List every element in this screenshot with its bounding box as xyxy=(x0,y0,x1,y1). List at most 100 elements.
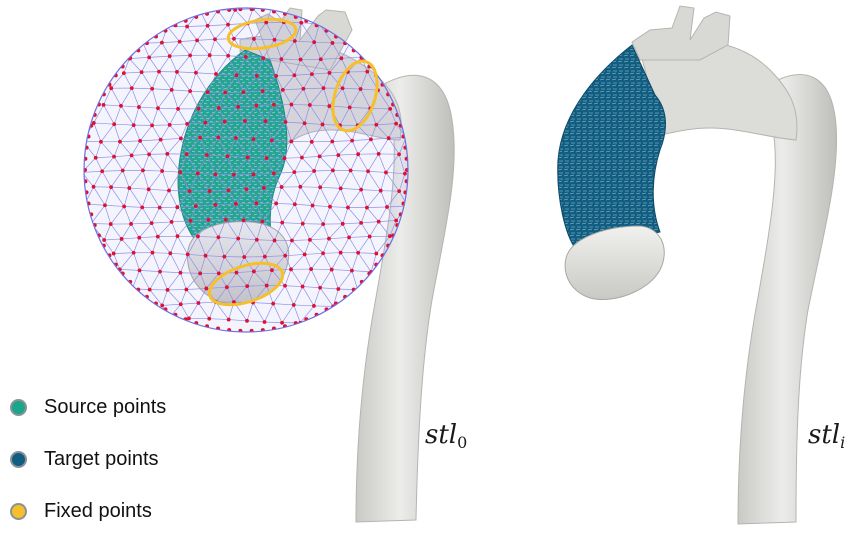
cage-node xyxy=(203,121,207,125)
cage-node xyxy=(150,221,154,225)
cage-node xyxy=(331,168,335,172)
cage-node xyxy=(92,185,96,189)
cage-node xyxy=(242,255,246,259)
cage-node xyxy=(197,301,201,305)
cage-node xyxy=(303,253,307,257)
source-mesh-label: stl0 xyxy=(425,420,467,452)
cage-node xyxy=(159,138,163,142)
cage-node xyxy=(109,185,113,189)
cage-node xyxy=(310,140,314,144)
cage-node xyxy=(198,136,202,140)
cage-node xyxy=(214,203,218,207)
cage-node xyxy=(251,137,255,141)
cage-node xyxy=(156,106,160,110)
cage-node xyxy=(388,107,392,111)
cage-node xyxy=(292,170,296,174)
legend-item-source: Source points xyxy=(10,385,270,429)
cage-node xyxy=(188,53,192,57)
cage-node xyxy=(274,74,278,78)
cage-node xyxy=(170,88,174,92)
cage-node xyxy=(157,70,161,74)
cage-node xyxy=(347,236,351,240)
cage-node xyxy=(234,202,238,206)
cage-node xyxy=(356,152,360,156)
cage-node xyxy=(166,317,170,321)
cage-node xyxy=(94,156,98,160)
cage-node xyxy=(254,104,258,108)
cage-node xyxy=(232,37,236,41)
cage-node xyxy=(321,251,325,255)
cage-node xyxy=(217,235,221,239)
cage-node xyxy=(270,6,274,10)
cage-node xyxy=(319,57,323,61)
legend-label-fixed: Fixed points xyxy=(44,500,152,523)
fixed-points-swatch-icon xyxy=(10,503,27,520)
cage-node xyxy=(178,170,182,174)
cage-node xyxy=(234,136,238,140)
cage-node xyxy=(245,319,249,323)
cage-node xyxy=(178,40,182,44)
cage-node xyxy=(208,53,212,57)
cage-node xyxy=(121,169,125,173)
cage-node xyxy=(175,70,179,74)
cage-node xyxy=(216,136,220,140)
cage-node xyxy=(213,37,217,41)
cage-node xyxy=(374,252,378,256)
cage-node xyxy=(265,156,269,160)
cage-node xyxy=(158,206,162,210)
cage-node xyxy=(336,287,340,291)
cage-node xyxy=(283,284,287,288)
cage-node xyxy=(321,222,325,226)
cage-node xyxy=(147,152,151,156)
cage-node xyxy=(312,304,316,308)
cage-node xyxy=(328,205,332,209)
cage-node xyxy=(127,186,131,190)
cage-node xyxy=(394,219,398,223)
cage-node xyxy=(160,169,164,173)
cage-node xyxy=(341,222,345,226)
cage-node xyxy=(366,169,370,173)
cage-node xyxy=(274,202,278,206)
cage-node xyxy=(265,284,269,288)
cage-node xyxy=(289,140,293,144)
cage-node xyxy=(298,185,302,189)
cage-node xyxy=(350,139,354,143)
cage-node xyxy=(170,220,174,224)
cage-node xyxy=(290,103,294,107)
cage-node xyxy=(119,104,123,108)
target-points-swatch-icon xyxy=(10,451,27,468)
cage-node xyxy=(137,236,141,240)
cage-node xyxy=(80,171,84,175)
source-mesh-label-base: stl xyxy=(425,420,457,450)
cage-node xyxy=(224,218,228,222)
cage-node xyxy=(236,237,240,241)
cage-node xyxy=(328,71,332,75)
cage-node xyxy=(280,221,284,225)
target-branch-vessels xyxy=(632,6,730,60)
cage-node xyxy=(318,154,322,158)
cage-node xyxy=(264,21,268,25)
cage-node xyxy=(206,218,210,222)
cage-node xyxy=(223,120,227,124)
cage-node xyxy=(188,189,192,193)
cage-node xyxy=(158,270,162,274)
cage-node xyxy=(223,91,227,95)
cage-node xyxy=(272,103,276,107)
cage-node xyxy=(112,252,116,256)
cage-node xyxy=(246,156,250,160)
cage-node xyxy=(394,122,398,126)
cage-node xyxy=(283,254,287,258)
source-mesh-label-sub: 0 xyxy=(457,433,467,452)
cage-node xyxy=(245,284,249,288)
cage-node xyxy=(292,73,296,77)
legend-item-fixed: Fixed points xyxy=(10,489,270,533)
cage-node xyxy=(262,186,266,190)
source-points-swatch-icon xyxy=(10,399,27,416)
cage-node xyxy=(397,189,401,193)
target-descending-aorta xyxy=(738,75,837,524)
cage-node xyxy=(147,55,151,59)
cage-node xyxy=(243,119,247,123)
cage-node xyxy=(365,206,369,210)
cage-node xyxy=(204,287,208,291)
cage-node xyxy=(196,235,200,239)
